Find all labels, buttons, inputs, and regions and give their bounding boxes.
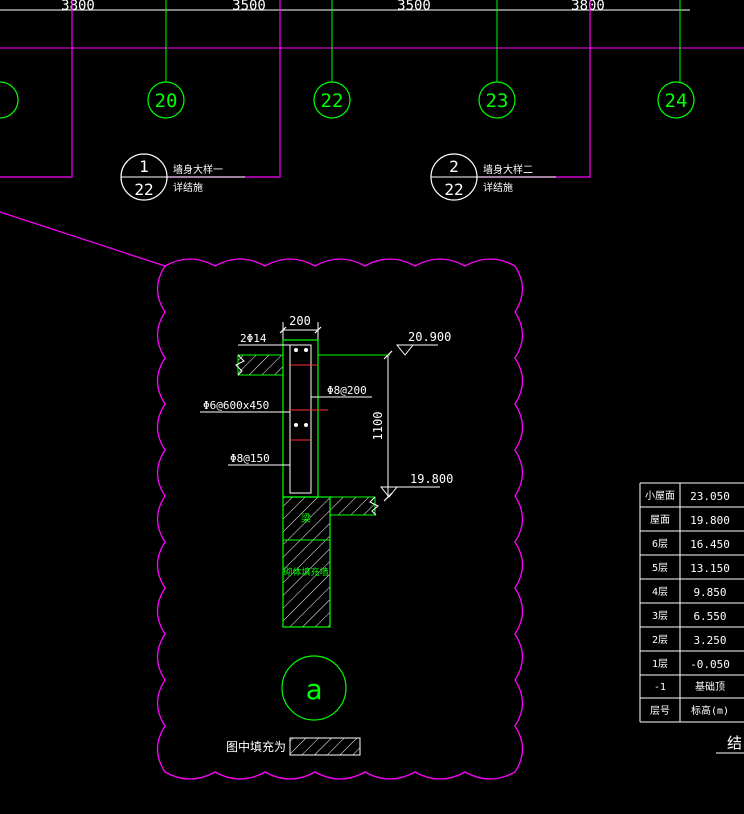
level-floor: 1层 <box>652 658 668 670</box>
wall-outlines <box>0 0 591 267</box>
rebar-right-label: Φ8@200 <box>327 384 367 397</box>
detail-ref-1: 1 22 墙身大样一 详结施 <box>120 153 245 201</box>
axis-bubble-22: 22 <box>313 81 351 119</box>
dimension-line-group: 3800 3500 3500 3800 <box>0 0 744 49</box>
level-floor: 屋面 <box>650 514 670 526</box>
dim-text: 3500 <box>397 0 431 14</box>
wall-label: 砌体填充墙 <box>283 566 328 578</box>
section-tag: a <box>306 673 323 706</box>
dim-text: 3500 <box>232 0 266 14</box>
level-elev: 标高(m) <box>691 704 729 717</box>
level-elev: 3.250 <box>693 634 726 647</box>
level-floor: 4层 <box>652 586 668 598</box>
level-elev: 23.050 <box>690 490 730 503</box>
axis-label: 22 <box>321 90 344 112</box>
dim-text: 3800 <box>61 0 95 14</box>
axis-bubble-20: 20 <box>147 81 185 119</box>
level-elev: -0.050 <box>690 658 730 671</box>
level-elev: 19.800 <box>690 514 730 527</box>
dim-text: 3800 <box>571 0 605 14</box>
level-elev: 9.850 <box>693 586 726 599</box>
detail-ref-sheet: 22 <box>134 180 153 199</box>
level-floor: 小屋面 <box>645 490 675 502</box>
level-elev: 基础顶 <box>695 680 725 693</box>
level-elev: 6.550 <box>693 610 726 623</box>
rebar-left-label: Φ8@150 <box>230 452 270 465</box>
rebar-top-label: 2Φ14 <box>240 332 267 345</box>
height-dim: 1100 <box>371 412 385 441</box>
detail-ref-note: 详结施 <box>483 181 513 194</box>
level-floor: 3层 <box>652 610 668 622</box>
detail-ref-num: 1 <box>139 157 149 176</box>
detail-ref-sheet: 22 <box>444 180 463 199</box>
axis-label: 20 <box>155 90 178 112</box>
wall-section-detail: 200 2Φ14 Φ6@600x450 Φ8@150 Φ8@200 1100 2… <box>200 314 453 756</box>
table-footer: 结 <box>727 734 742 752</box>
axis-lines <box>165 0 681 82</box>
axis-label: 23 <box>486 90 509 112</box>
detail-ref-note: 详结施 <box>173 181 203 194</box>
detail-ref-num: 2 <box>449 157 459 176</box>
axis-label: 24 <box>665 90 688 112</box>
elev-top: 20.900 <box>408 330 451 344</box>
level-table: 小屋面 23.050 屋面 19.800 6层 16.450 5层 13.150… <box>639 482 744 754</box>
detail-ref-2: 2 22 墙身大样二 详结施 <box>430 153 556 201</box>
revision-cloud <box>156 258 524 780</box>
width-dim: 200 <box>289 314 311 328</box>
fill-legend-label: 图中填充为 <box>226 739 286 754</box>
fill-legend-swatch <box>289 737 361 756</box>
detail-ref-note: 墙身大样一 <box>173 163 223 176</box>
level-elev: 16.450 <box>690 538 730 551</box>
level-floor: 5层 <box>652 562 668 574</box>
beam-label: 梁 <box>301 512 311 525</box>
axis-bubble <box>0 81 19 119</box>
level-floor: 6层 <box>652 538 668 550</box>
detail-ref-note: 墙身大样二 <box>483 163 533 176</box>
level-floor: 层号 <box>650 705 670 717</box>
axis-bubble-23: 23 <box>478 81 516 119</box>
rebar-tie-label: Φ6@600x450 <box>203 399 269 412</box>
axis-bubble-24: 24 <box>657 81 695 119</box>
level-elev: 13.150 <box>690 562 730 575</box>
level-floor: -1 <box>654 682 666 693</box>
elev-bottom: 19.800 <box>410 472 453 486</box>
level-floor: 2层 <box>652 634 668 646</box>
